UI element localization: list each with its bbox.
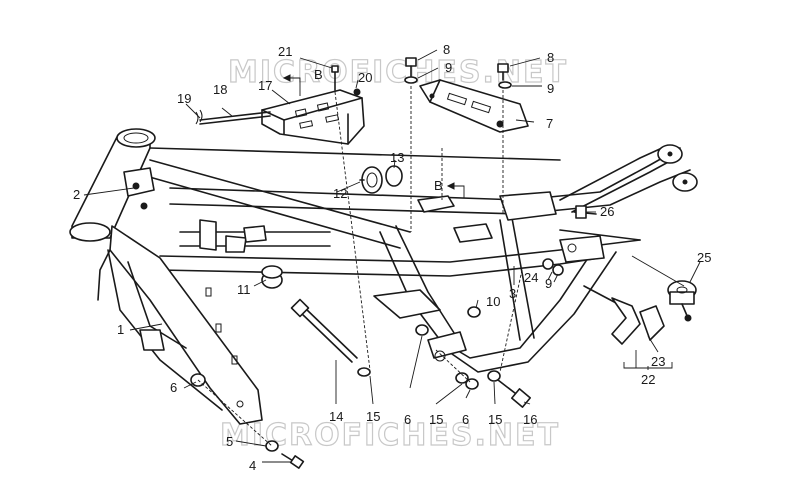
battery-rod [195, 109, 271, 125]
nuts-right [542, 258, 564, 276]
callout-15-right: 15 [488, 412, 502, 427]
callout-19: 19 [177, 91, 191, 106]
leader-lines [83, 49, 701, 463]
callout-25: 25 [697, 250, 711, 265]
rubber-mounts [359, 165, 403, 194]
callout-6-left: 6 [170, 380, 177, 395]
b-reference-top: B [314, 67, 323, 82]
callout-11: 11 [237, 282, 251, 297]
callout-10: 10 [486, 294, 500, 309]
callout-22: 22 [641, 372, 655, 387]
callout-9-lower: 9 [545, 276, 552, 291]
callout-5: 5 [226, 434, 233, 449]
callout-1: 1 [117, 322, 124, 337]
callout-6-center: 6 [404, 412, 411, 427]
battery-tray [261, 88, 365, 145]
callout-9-top-right: 9 [547, 81, 554, 96]
cover-plate [419, 79, 529, 133]
callout-14: 14 [329, 409, 343, 424]
callout-13: 13 [390, 150, 404, 165]
callout-16: 16 [523, 412, 537, 427]
callout-18: 18 [213, 82, 227, 97]
callout-6-right: 6 [462, 412, 469, 427]
main-frame [69, 128, 698, 425]
bolts-top [331, 57, 512, 91]
callout-21: 21 [278, 44, 292, 59]
callout-7: 7 [546, 116, 553, 131]
callout-15-left: 15 [366, 409, 380, 424]
callout-23: 23 [651, 354, 665, 369]
b-reference-middle: B [434, 178, 443, 193]
callout-9-top-left: 9 [445, 60, 452, 75]
callout-labels: 1 2 3 4 5 6 6 6 7 8 8 9 9 9 10 11 12 13 … [73, 42, 711, 473]
silent-block [261, 265, 283, 289]
callout-4: 4 [249, 458, 256, 473]
long-bolt [290, 298, 371, 377]
callout-26: 26 [600, 204, 614, 219]
callout-3: 3 [509, 286, 516, 301]
steering-lock [667, 280, 697, 322]
ignition-lock [583, 285, 665, 345]
callout-15-center: 15 [429, 412, 443, 427]
callout-12: 12 [333, 186, 347, 201]
callout-8-right: 8 [547, 50, 554, 65]
callout-20: 20 [358, 70, 372, 85]
callout-8-left: 8 [443, 42, 450, 57]
callout-17: 17 [258, 78, 272, 93]
callout-24: 24 [524, 270, 538, 285]
watermark-top: MICROFICHES.NET [228, 55, 568, 90]
callout-2: 2 [73, 187, 80, 202]
